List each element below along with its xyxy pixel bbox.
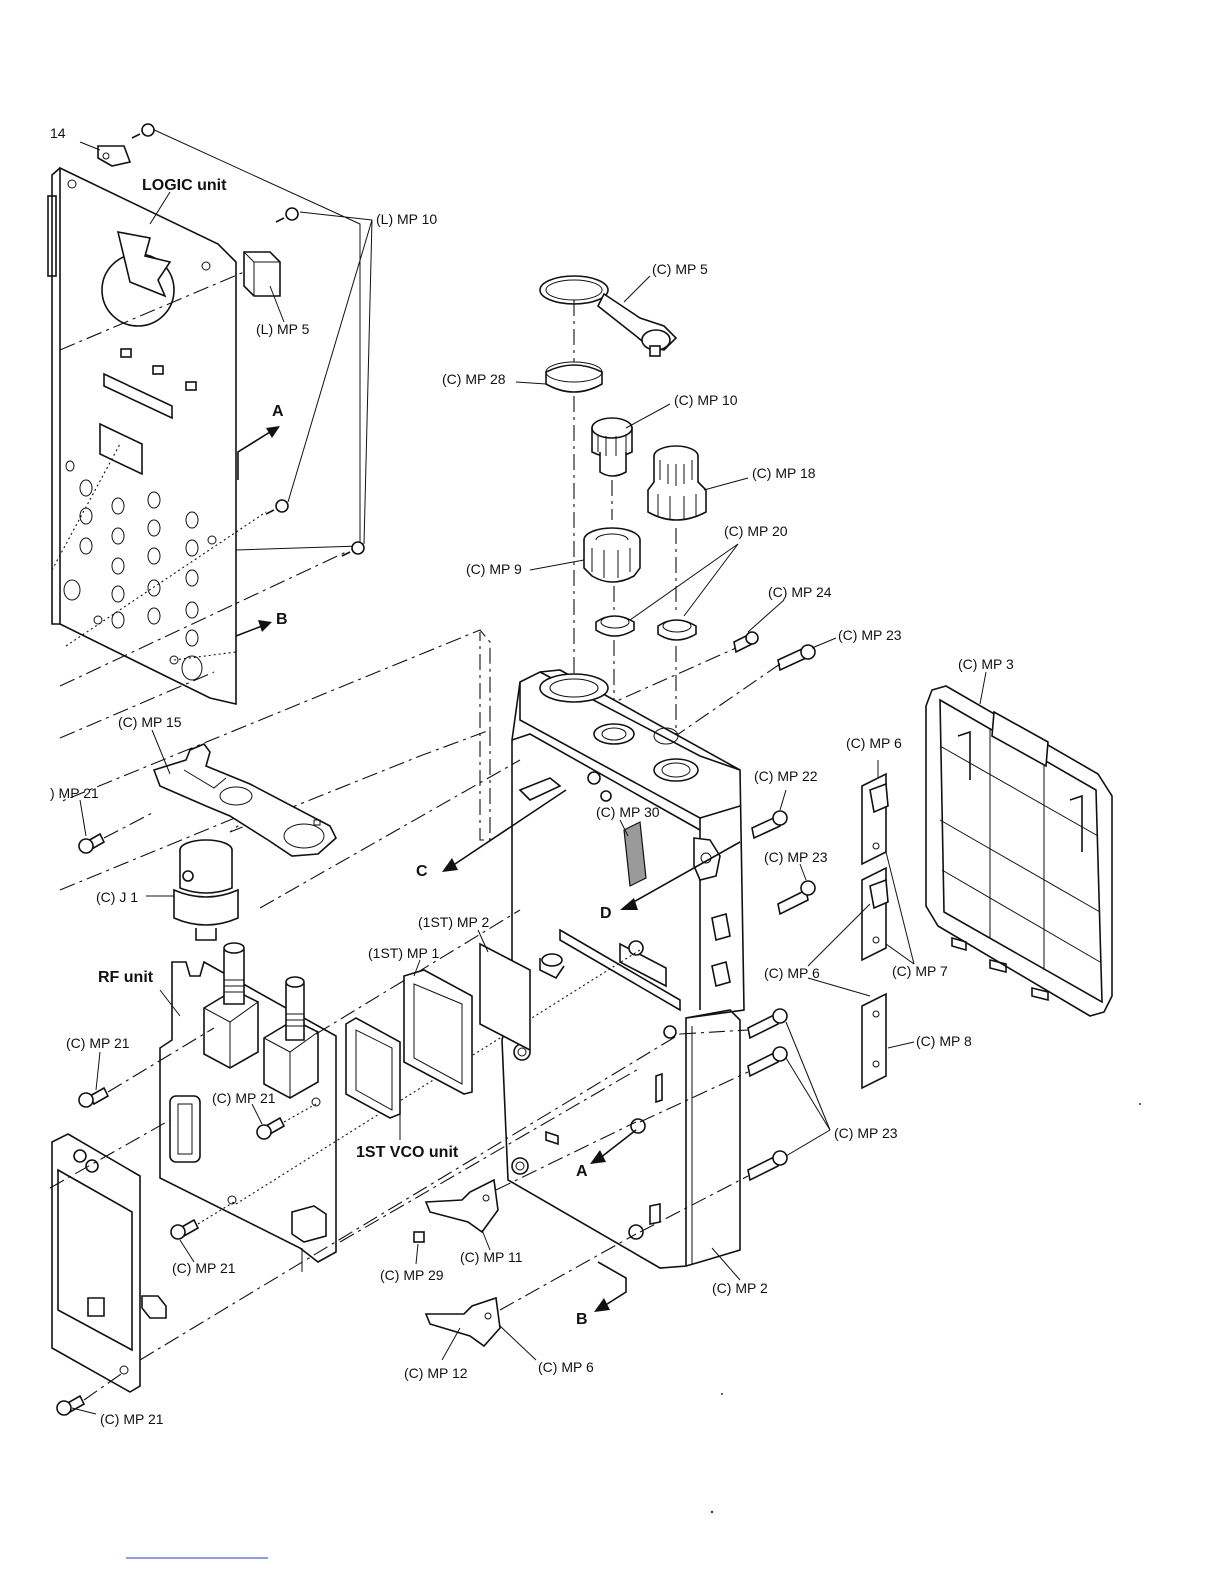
label-c-mp9: (C) MP 9 — [466, 561, 522, 577]
label-1st-mp1: (1ST) MP 1 — [368, 945, 440, 961]
label-c-mp21-b: (C) MP 21 — [212, 1090, 276, 1106]
right-screws — [747, 810, 816, 1182]
bracket-mp14 — [97, 145, 132, 167]
label-c-mp28: (C) MP 28 — [442, 371, 506, 387]
ref-d: D — [600, 905, 612, 922]
label-c-mp10: (C) MP 10 — [674, 392, 738, 408]
label-c-mp23-low: (C) MP 23 — [834, 1125, 898, 1141]
label-c-mp15: (C) MP 15 — [118, 714, 182, 730]
label-logic-unit: LOGIC unit — [142, 177, 227, 194]
c-mp3-cover — [925, 685, 1113, 1017]
contact-strips — [861, 772, 889, 1090]
c-mp18-knob — [647, 445, 707, 521]
lower-board — [51, 1133, 167, 1393]
c-mp5-cap — [539, 275, 678, 357]
c-mp20-rings — [595, 615, 697, 641]
label-c-mp11: (C) MP 11 — [460, 1249, 523, 1265]
c-mp9-nut — [583, 527, 641, 583]
label-c-mp2: (C) MP 2 — [712, 1280, 768, 1296]
label-vco-unit: 1ST VCO unit — [356, 1144, 459, 1161]
ref-b-top: B — [276, 611, 288, 628]
l-mp10-screws — [131, 123, 365, 557]
label-c-mp22: (C) MP 22 — [754, 768, 818, 784]
label-c-j1: (C) J 1 — [96, 889, 138, 905]
label-c-mp20: (C) MP 20 — [724, 523, 788, 539]
label-c-mp24: (C) MP 24 — [768, 584, 832, 600]
keypad-holes — [63, 460, 203, 681]
label-c-mp6-upper: (C) MP 6 — [846, 735, 902, 751]
l-mp5-part — [243, 251, 281, 297]
label-c-mp23-top: (C) MP 23 — [838, 627, 902, 643]
1st-mp1-shield — [403, 969, 473, 1095]
c-mp10-knob — [591, 417, 633, 477]
rf-unit-board — [159, 942, 337, 1272]
label-mp14: 14 — [50, 125, 66, 141]
label-l-mp5: (L) MP 5 — [256, 321, 310, 337]
c-mp30-pad — [623, 821, 647, 887]
1st-vco-unit — [345, 1017, 401, 1119]
ref-b-bottom: B — [576, 1311, 588, 1328]
label-c-mp5: (C) MP 5 — [652, 261, 708, 277]
c-mp11-clip — [413, 1178, 499, 1243]
top-screws — [733, 631, 816, 672]
label-c-mp21-a: (C) MP 21 — [66, 1035, 130, 1051]
label-c-mp6-low: (C) MP 6 — [538, 1359, 594, 1375]
label-l-mp10: (L) MP 10 — [376, 211, 437, 227]
label-c-mp3: (C) MP 3 — [958, 656, 1014, 672]
label-1st-mp2: (1ST) MP 2 — [418, 914, 490, 930]
logic-unit-board — [47, 127, 361, 706]
label-c-mp7: (C) MP 7 — [892, 963, 948, 979]
label-c-mp18: (C) MP 18 — [752, 465, 816, 481]
c-j1-connector — [173, 839, 239, 941]
1st-mp2-pad — [479, 942, 531, 1052]
label-c-mp8: (C) MP 8 — [916, 1033, 972, 1049]
label-c-mp21-c: (C) MP 21 — [172, 1260, 236, 1276]
label-c-mp23-mid: (C) MP 23 — [764, 849, 828, 865]
ref-a-top: A — [272, 403, 284, 420]
main-chassis-c-mp2 — [501, 669, 745, 1269]
ref-a-bottom: A — [576, 1163, 588, 1180]
c-mp15-bracket — [152, 743, 337, 857]
label-c-mp29: (C) MP 29 — [380, 1267, 444, 1283]
label-c-mp6-mid: (C) MP 6 — [764, 965, 820, 981]
c-mp12-clip — [424, 1296, 501, 1348]
label-c-mp21-d: (C) MP 21 — [100, 1411, 164, 1427]
ref-c: C — [416, 863, 428, 880]
label-c-mp12: (C) MP 12 — [404, 1365, 468, 1381]
rf-screws — [56, 1086, 286, 1416]
c-mp28-ring — [545, 361, 603, 393]
label-mp21-left: ) MP 21 — [50, 785, 99, 801]
label-rf-unit: RF unit — [98, 969, 154, 986]
label-c-mp30: (C) MP 30 — [596, 804, 660, 820]
